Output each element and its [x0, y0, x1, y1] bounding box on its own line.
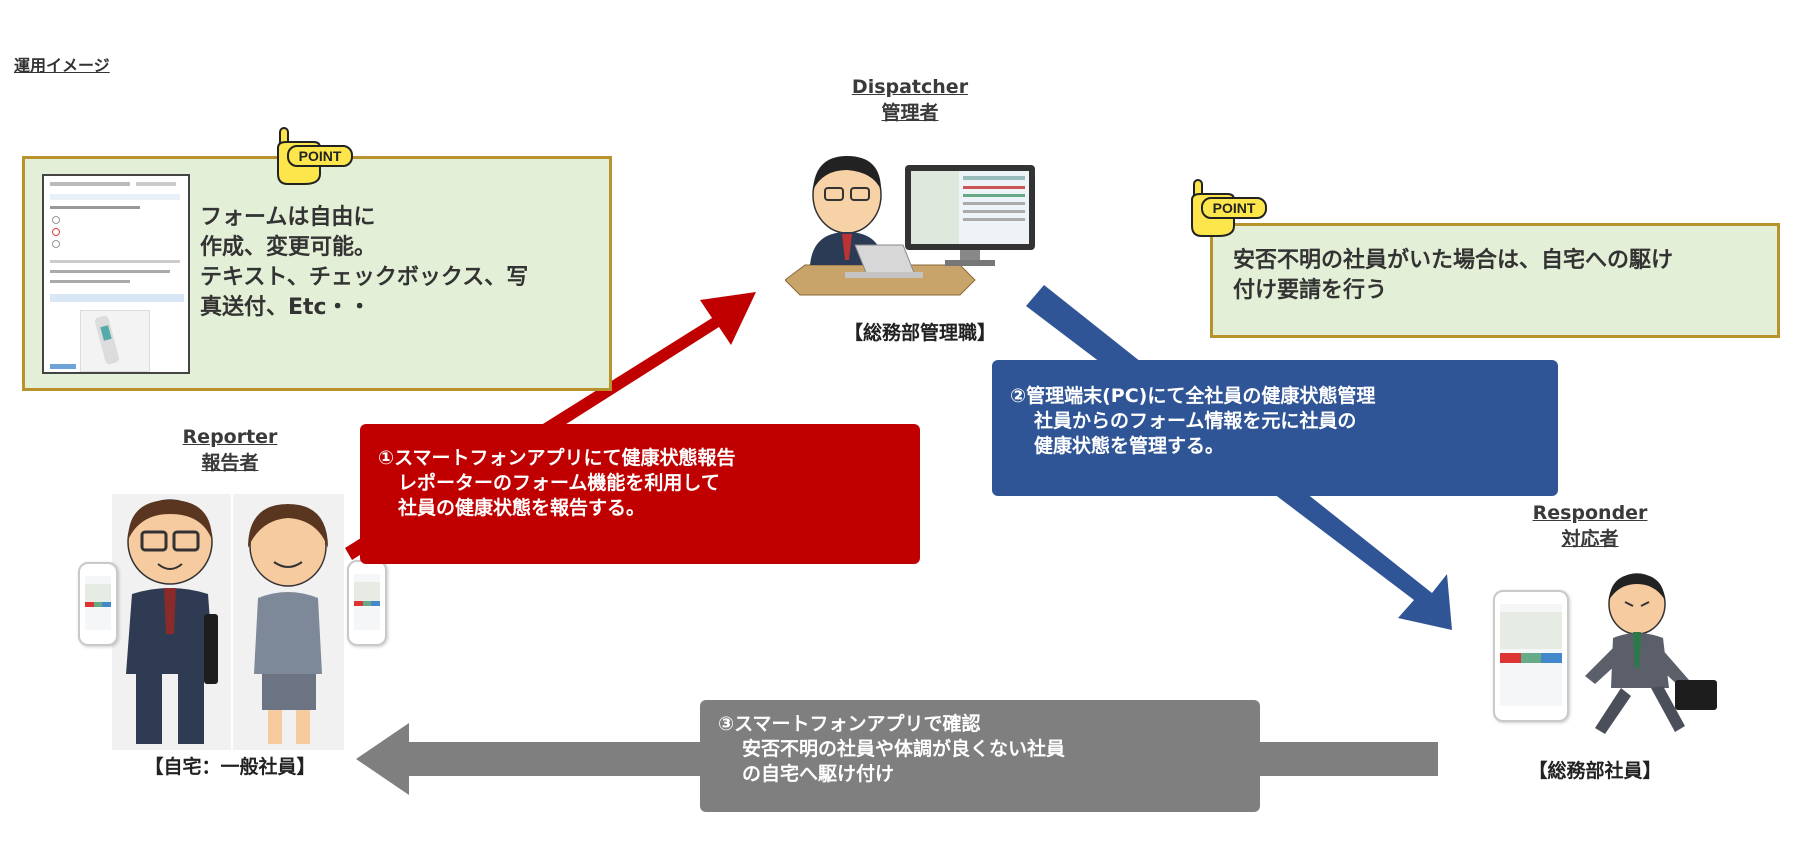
pointing-hand-icon: POINT	[277, 127, 353, 185]
page-heading: 運用イメージ	[14, 56, 110, 75]
reporter-role-en: Reporter	[182, 426, 278, 448]
point-badge: POINT	[1188, 176, 1268, 240]
step2-box: ②管理端末(PC)にて全社員の健康状態管理 社員からのフォーム情報を元に社員の …	[992, 360, 1558, 496]
dispatcher-role-jp: 管理者	[881, 102, 939, 124]
point-form-line: フォームは自由に	[200, 205, 376, 230]
reporter-role-jp: 報告者	[201, 452, 259, 474]
step3-line: の自宅へ駆け付け	[742, 763, 895, 785]
point-form-line: テキスト、チェックボックス、写	[200, 265, 529, 290]
step1-box: ①スマートフォンアプリにて健康状態報告 レポーターのフォーム機能を利用して 社員…	[360, 424, 920, 564]
point-badge-label: POINT	[1213, 200, 1256, 216]
point-box-rush: 安否不明の社員がいた場合は、自宅への駆け 付け要請を行う	[1210, 223, 1780, 338]
step1-line: ①スマートフォンアプリにて健康状態報告	[378, 447, 736, 469]
dispatcher-role-label: Dispatcher 管理者	[805, 74, 1015, 126]
point-form-line: 作成、変更可能。	[200, 235, 377, 260]
responder-role-label: Responder 対応者	[1500, 500, 1680, 552]
point-badge-label: POINT	[299, 148, 342, 164]
point-badge: POINT	[274, 124, 354, 188]
dispatcher-illustration	[785, 156, 1035, 296]
point-rush-text: 安否不明の社員がいた場合は、自宅への駆け 付け要請を行う	[1233, 246, 1673, 306]
smartphone-icon	[347, 560, 387, 646]
dispatcher-role-en: Dispatcher	[851, 76, 969, 98]
responder-caption: 【総務部社員】	[1528, 760, 1662, 782]
point-form-line: 真送付、Etc・・	[200, 295, 371, 320]
dispatcher-caption: 【総務部管理職】	[843, 322, 996, 344]
step3-line: 安否不明の社員や体調が良くない社員	[742, 738, 1066, 760]
smartphone-icon	[1493, 590, 1569, 722]
step2-line: 健康状態を管理する。	[1034, 435, 1225, 457]
step2-line: 社員からのフォーム情報を元に社員の	[1034, 410, 1357, 432]
form-screenshot	[42, 174, 190, 374]
step1-line: レポーターのフォーム機能を利用して	[398, 472, 720, 494]
smartphone-icon	[78, 562, 118, 646]
reporter-illustration	[112, 494, 344, 750]
point-box-form: フォームは自由に 作成、変更可能。 テキスト、チェックボックス、写 真送付、Et…	[22, 156, 612, 391]
reporter-caption: 【自宅：一般社員】	[144, 756, 316, 778]
responder-role-jp: 対応者	[1561, 528, 1619, 550]
step3-line: ③スマートフォンアプリで確認	[718, 713, 981, 735]
step2-line: ②管理端末(PC)にて全社員の健康状態管理	[1010, 385, 1376, 407]
step3-box: ③スマートフォンアプリで確認 安否不明の社員や体調が良くない社員 の自宅へ駆け付…	[700, 700, 1260, 812]
point-rush-line: 安否不明の社員がいた場合は、自宅への駆け	[1233, 248, 1674, 273]
step1-line: 社員の健康状態を報告する。	[398, 497, 646, 519]
responder-role-en: Responder	[1532, 502, 1648, 524]
pointing-hand-icon: POINT	[1191, 179, 1267, 237]
point-rush-line: 付け要請を行う	[1233, 278, 1388, 303]
point-form-text: フォームは自由に 作成、変更可能。 テキスト、チェックボックス、写 真送付、Et…	[200, 203, 528, 323]
reporter-role-label: Reporter 報告者	[140, 424, 320, 476]
responder-illustration	[1585, 573, 1717, 734]
